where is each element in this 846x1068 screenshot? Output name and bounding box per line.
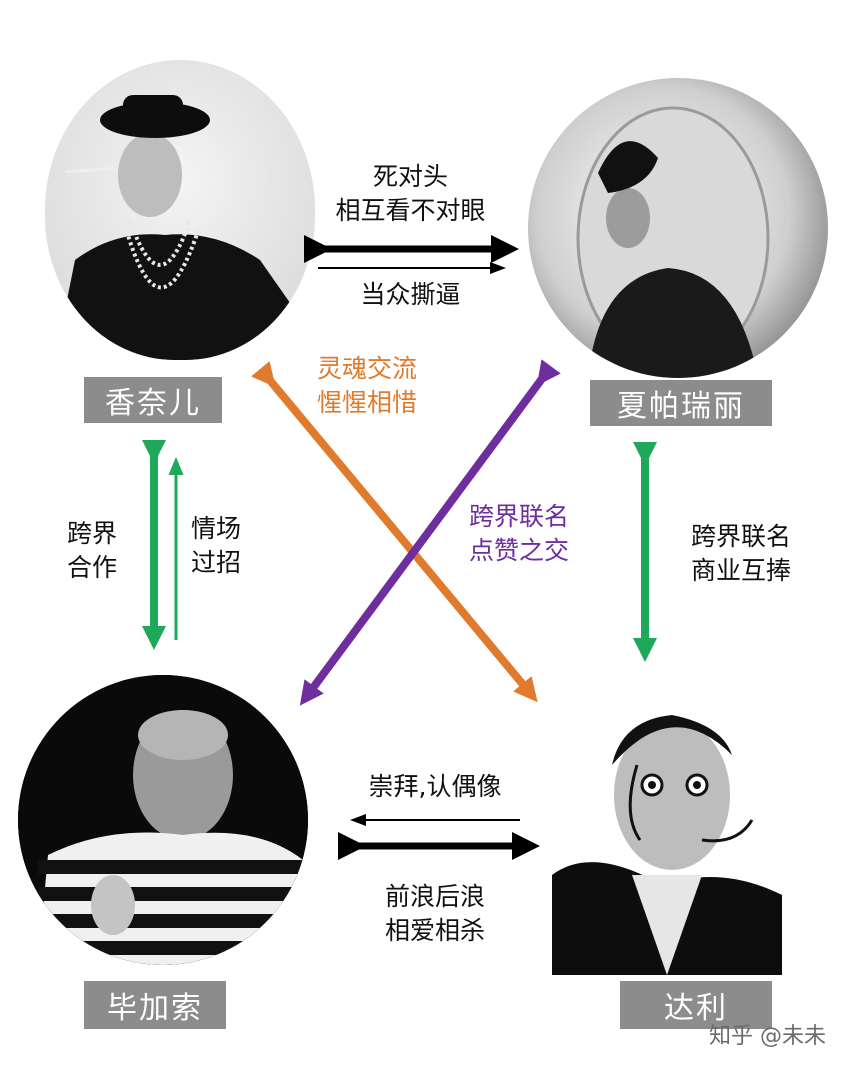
picasso-portrait bbox=[18, 675, 308, 965]
dali-portrait bbox=[552, 695, 782, 975]
label-chanel-schiaparelli-top: 死对头 相互看不对眼 bbox=[335, 162, 486, 225]
label-chanel-dali: 灵魂交流 惺惺相惜 bbox=[316, 354, 417, 417]
name-box-schiaparelli: 夏帕瑞丽 bbox=[590, 380, 772, 426]
label-schiaparelli-dali: 跨界联名 商业互捧 bbox=[690, 522, 791, 585]
arrow-schiaparelli-picasso bbox=[299, 359, 561, 706]
watermark: 知乎 @未未 bbox=[709, 1024, 826, 1049]
label-chanel-schiaparelli-bottom: 当众撕逼 bbox=[360, 280, 461, 309]
name-box-dali: 达利 bbox=[620, 981, 772, 1029]
name-chanel: 香奈儿 bbox=[105, 386, 201, 421]
label-schiaparelli-picasso: 跨界联名 点赞之交 bbox=[468, 502, 569, 565]
chanel-portrait bbox=[45, 60, 315, 360]
label-chanel-picasso-left: 跨界 合作 bbox=[66, 519, 117, 582]
name-dali: 达利 bbox=[664, 991, 728, 1026]
name-picasso: 毕加索 bbox=[107, 991, 203, 1026]
name-box-picasso: 毕加索 bbox=[84, 981, 226, 1029]
label-chanel-picasso-right: 情场 过招 bbox=[190, 514, 241, 577]
name-box-chanel: 香奈儿 bbox=[84, 377, 222, 423]
label-picasso-dali-bottom: 前浪后浪 相爱相杀 bbox=[384, 882, 485, 945]
schiaparelli-portrait bbox=[528, 78, 828, 378]
label-picasso-dali-top: 崇拜,认偶像 bbox=[368, 772, 502, 801]
name-schiaparelli: 夏帕瑞丽 bbox=[617, 389, 745, 424]
